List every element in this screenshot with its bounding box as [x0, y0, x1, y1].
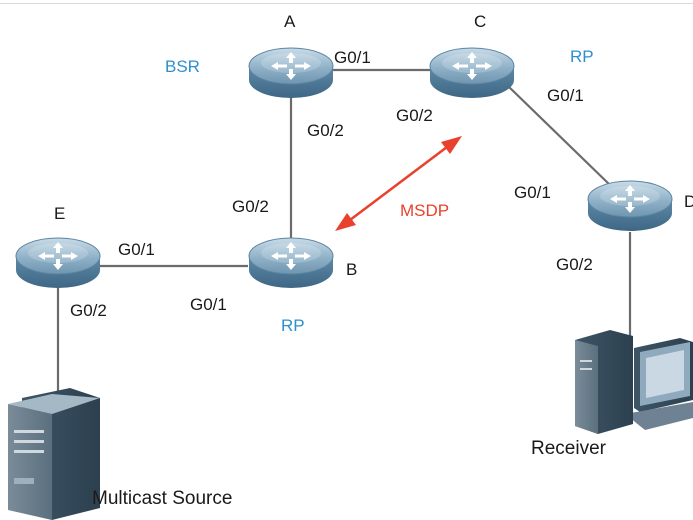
iface-a-g02-label: G0/2	[307, 121, 344, 140]
node-b-label: B	[346, 260, 358, 279]
iface-d-g02-label: G0/2	[556, 255, 593, 274]
node-e-label: E	[54, 204, 66, 223]
links	[56, 68, 632, 398]
iface-d-g01-label: G0/1	[514, 183, 551, 202]
iface-a-g01-label: G0/1	[334, 48, 371, 67]
receiver-pc-icon	[575, 330, 693, 434]
iface-b-g01-label: G0/1	[190, 295, 227, 314]
iface-e-g01-label: G0/1	[118, 240, 155, 259]
router-c-icon	[430, 48, 514, 98]
role-rp-c-label: RP	[570, 47, 594, 66]
role-rp-b-label: RP	[281, 316, 305, 335]
msdp-label: MSDP	[400, 201, 450, 220]
role-bsr-label: BSR	[165, 57, 200, 76]
iface-b-g02-label: G0/2	[232, 197, 269, 216]
top-border	[0, 3, 693, 4]
msdp-arrow	[335, 136, 462, 231]
multicast-source-label: Multicast Source	[92, 488, 233, 509]
node-d-label: D	[684, 192, 693, 211]
router-a-icon	[249, 48, 333, 98]
receiver-label: Receiver	[531, 438, 606, 459]
link-c-d	[507, 85, 611, 186]
multicast-source-server-icon	[8, 388, 100, 520]
iface-c-g02-label: G0/2	[396, 106, 433, 125]
node-a-label: A	[284, 12, 296, 31]
router-e-icon	[16, 238, 100, 288]
node-c-label: C	[474, 12, 487, 31]
router-d-icon	[588, 181, 672, 231]
iface-e-g02-label: G0/2	[70, 301, 107, 320]
router-b-icon	[249, 238, 333, 288]
iface-c-g01-label: G0/1	[547, 86, 584, 105]
